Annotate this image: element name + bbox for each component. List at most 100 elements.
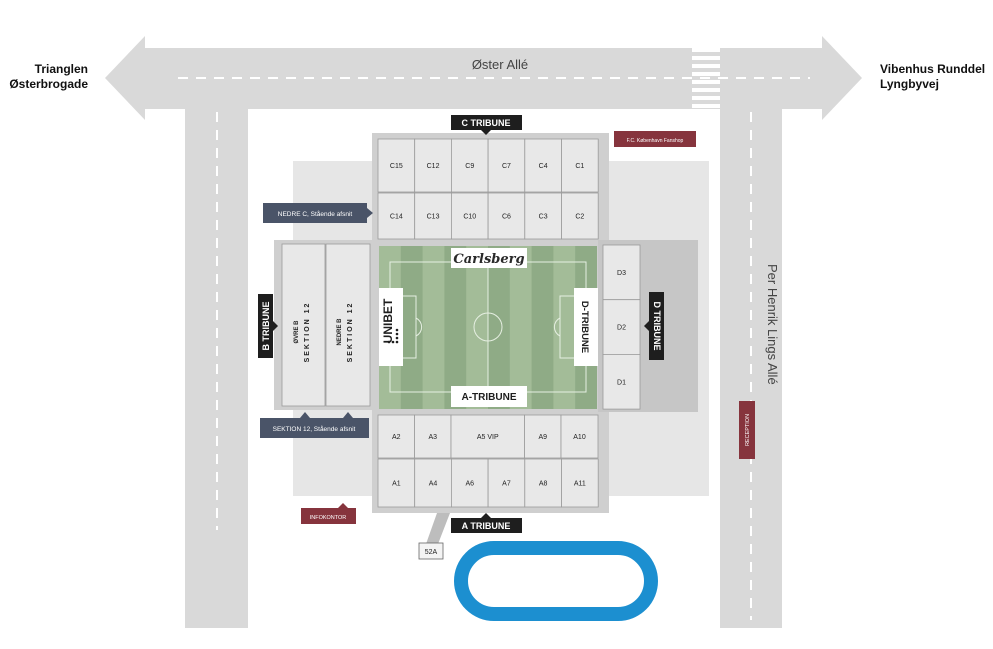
- direction-east-line-1: Vibenhus Runddel: [880, 62, 986, 76]
- c-section-c15-label: C15: [390, 163, 403, 170]
- c-section-c13-label: C13: [427, 214, 440, 221]
- a-section-a2[interactable]: A2: [377, 414, 415, 459]
- b-stand[interactable]: ØVRE B SEKTION 12 NEDRE B SEKTION 12: [281, 243, 371, 407]
- d-section-d2[interactable]: D2: [602, 299, 641, 355]
- fanshop-callout-label: F.C. København Fanshop: [627, 138, 684, 144]
- sektion12-callout[interactable]: [260, 418, 369, 438]
- nedre-c-callout[interactable]: [263, 203, 367, 223]
- c-section-c10[interactable]: C10: [450, 192, 489, 240]
- track-loop: [454, 541, 658, 621]
- c-section-c6[interactable]: C6: [487, 192, 526, 240]
- a-section-a1[interactable]: A1: [377, 458, 416, 508]
- direction-west-line-1: Trianglen: [34, 62, 88, 76]
- roads: Øster Allé Per Henrik Lings Allé: [105, 36, 862, 628]
- left-penalty-arc: [415, 317, 423, 337]
- nedre-c-callout-label: NEDRE C, Stående afsnit: [278, 210, 353, 218]
- a-section-a11-label: A11: [574, 481, 586, 488]
- sektion12-callout-label: SEKTION 12, Stående afsnit: [273, 425, 356, 433]
- per-henrik-lings-alle-label: Per Henrik Lings Allé: [765, 264, 780, 385]
- c-section-c15[interactable]: C15: [377, 138, 416, 193]
- c-section-c14-label: C14: [390, 214, 403, 221]
- a-section-a4-label: A4: [429, 481, 438, 488]
- a-section-a9[interactable]: A9: [524, 414, 562, 459]
- d-section-d1-label: D1: [617, 379, 626, 386]
- a-section-a3[interactable]: A3: [414, 414, 452, 459]
- b-lower-label-1: NEDRE B: [337, 318, 343, 346]
- a-section-a2-label: A2: [392, 434, 401, 441]
- c-section-c9-label: C9: [465, 163, 474, 170]
- a-section-a11[interactable]: A11: [561, 458, 599, 508]
- fanshop-callout[interactable]: [614, 131, 696, 147]
- reception-callout-label: RECEPTION: [745, 414, 751, 446]
- c-section-c12[interactable]: C12: [414, 138, 452, 193]
- a-section-a6-label: A6: [465, 481, 474, 488]
- callouts: NEDRE C, Stående afsnit SEKTION 12, Ståe…: [260, 131, 755, 524]
- a-section-a1-label: A1: [392, 481, 401, 488]
- a-section-a4[interactable]: A4: [414, 458, 452, 508]
- b-upper-label-1: ØVRE B: [294, 320, 300, 344]
- d-section-d1[interactable]: D1: [602, 353, 641, 410]
- a-section-a5-vip[interactable]: A5 VIP: [450, 414, 525, 459]
- c-section-c10-label: C10: [463, 214, 476, 221]
- a-section-a10[interactable]: A10: [560, 414, 599, 459]
- gate-path: [426, 513, 450, 544]
- a-section-a10-label: A10: [573, 434, 586, 441]
- c-section-c1[interactable]: C1: [561, 138, 599, 193]
- unibet-logo: UNIBET: [381, 298, 395, 343]
- c-section-c7-label: C7: [502, 163, 511, 170]
- carlsberg-board: [451, 248, 527, 268]
- a-section-a7-label: A7: [502, 481, 511, 488]
- c-section-c7[interactable]: C7: [487, 138, 526, 193]
- c-tribune-title: C TRIBUNE: [462, 118, 511, 128]
- direction-west: Trianglen Østerbrogade: [8, 62, 88, 92]
- d-section-d3-label: D3: [617, 270, 626, 277]
- d-section-d2-label: D2: [617, 325, 626, 332]
- d-tribune-title: D TRIBUNE: [652, 302, 662, 351]
- a-section-a6[interactable]: A6: [450, 458, 489, 508]
- infokontor-callout-label: INFOKONTOR: [310, 515, 347, 521]
- c-section-c13[interactable]: C13: [414, 192, 452, 240]
- a-section-a9-label: A9: [538, 434, 547, 441]
- b-upper-label-2: SEKTION 12: [304, 302, 311, 363]
- a-section-a7[interactable]: A7: [487, 458, 526, 508]
- crosswalk: [692, 48, 720, 108]
- direction-east-line-2: Lyngbyvej: [880, 77, 939, 91]
- reception-callout[interactable]: [739, 401, 755, 459]
- a-section-a8-label: A8: [539, 481, 548, 488]
- c-section-c6-label: C6: [502, 214, 511, 221]
- b-stand-upper[interactable]: [281, 243, 326, 407]
- oster-alle-label: Øster Allé: [472, 57, 528, 72]
- stand-titles: C TRIBUNE A TRIBUNE B TRIBUNE D TRIBUNE: [258, 115, 664, 533]
- c-section-c3-label: C3: [539, 214, 548, 221]
- c-section-c3[interactable]: C3: [524, 192, 562, 240]
- direction-west-line-2: Østerbrogade: [9, 77, 88, 91]
- gate-52a[interactable]: 52A: [418, 513, 450, 560]
- b-lower-label-2: SEKTION 12: [347, 302, 354, 363]
- infokontor-callout[interactable]: [301, 508, 356, 524]
- right-penalty-arc: [553, 317, 561, 337]
- c-section-c14[interactable]: C14: [377, 192, 416, 240]
- d-section-d3[interactable]: D3: [602, 244, 641, 301]
- d-tribune-board: [574, 288, 598, 366]
- a-section-a3-label: A3: [428, 434, 437, 441]
- c-section-c12-label: C12: [427, 163, 440, 170]
- oster-alle-road: [105, 36, 862, 120]
- b-tribune-title: B TRIBUNE: [261, 302, 271, 351]
- pitch: Carlsberg UNIBET D-TRIBUNE A-TRIBUNE: [379, 246, 598, 409]
- a-section-a5-vip-label: A5 VIP: [477, 434, 499, 441]
- unibet-board: [379, 288, 403, 366]
- a-section-a8[interactable]: A8: [524, 458, 562, 508]
- c-section-c9[interactable]: C9: [450, 138, 489, 193]
- direction-east: Vibenhus Runddel Lyngbyvej: [880, 62, 992, 92]
- b-stand-lower[interactable]: [325, 243, 371, 407]
- c-section-c2[interactable]: C2: [561, 192, 599, 240]
- c-section-c4[interactable]: C4: [524, 138, 562, 193]
